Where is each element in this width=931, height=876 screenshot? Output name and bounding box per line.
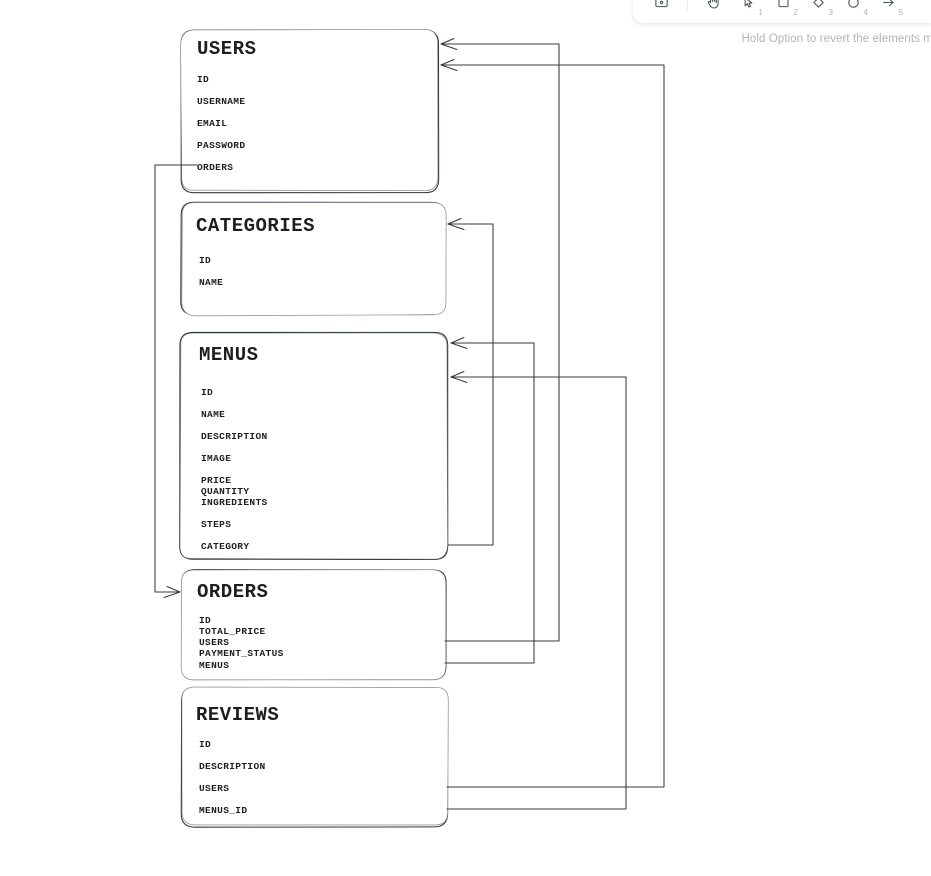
- table-field-categories-id: ID: [199, 255, 212, 266]
- table-field-menus-quantity: QUANTITY: [201, 486, 250, 497]
- relation-reviews-users-to-users[interactable]: [440, 58, 665, 788]
- table-title-users: USERS: [197, 38, 257, 60]
- table-card-menus[interactable]: [179, 331, 449, 561]
- table-field-reviews-id: ID: [199, 739, 212, 750]
- image-icon: [654, 0, 669, 10]
- hand-icon-button[interactable]: [697, 0, 730, 17]
- image-icon-button[interactable]: [645, 0, 678, 17]
- relation-orders-users-to-users[interactable]: [440, 37, 560, 642]
- arrow-icon: [881, 0, 896, 10]
- table-field-menus-ingredients: INGREDIENTS: [201, 497, 268, 508]
- table-field-menus-steps: STEPS: [201, 519, 232, 530]
- table-title-reviews: REVIEWS: [196, 704, 280, 726]
- selection-icon: [741, 0, 756, 10]
- table-field-users-orders: ORDERS: [197, 162, 234, 173]
- table-card-users[interactable]: [180, 28, 440, 194]
- ellipse-icon: [846, 0, 861, 10]
- table-card-orders[interactable]: [180, 569, 447, 681]
- hand-icon: [706, 0, 721, 10]
- selection-icon-button[interactable]: 1: [732, 0, 765, 17]
- table-field-users-password: PASSWORD: [197, 140, 246, 151]
- table-field-menus-price: PRICE: [201, 475, 232, 486]
- arrow-shortcut: 5: [898, 8, 903, 17]
- table-field-orders-payment_status: PAYMENT_STATUS: [199, 648, 284, 659]
- table-card-reviews[interactable]: [180, 686, 449, 828]
- rectangle-icon: [776, 0, 791, 10]
- table-field-menus-id: ID: [201, 387, 214, 398]
- table-field-menus-category: CATEGORY: [201, 541, 250, 552]
- rectangle-icon-button[interactable]: 2: [767, 0, 800, 17]
- table-field-orders-total_price: TOTAL_PRICE: [199, 626, 266, 637]
- ellipse-shortcut: 4: [863, 8, 868, 17]
- table-field-menus-description: DESCRIPTION: [201, 431, 268, 442]
- table-title-menus: MENUS: [199, 344, 259, 366]
- table-field-reviews-menus_id: MENUS_ID: [199, 805, 248, 816]
- table-field-reviews-users: USERS: [199, 783, 230, 794]
- diamond-shortcut: 3: [828, 8, 833, 17]
- toolbar-separator: [687, 0, 688, 11]
- relation-reviews-menusid-to-menus[interactable]: [446, 370, 627, 810]
- selection-shortcut: 1: [758, 8, 763, 17]
- table-field-users-email: EMAIL: [197, 118, 228, 129]
- table-field-menus-image: IMAGE: [201, 453, 232, 464]
- table-field-reviews-description: DESCRIPTION: [199, 761, 266, 772]
- diamond-icon: [811, 0, 826, 10]
- table-field-users-username: USERNAME: [197, 96, 246, 107]
- relation-menus-category-to-cats[interactable]: [447, 217, 494, 546]
- table-field-orders-id: ID: [199, 615, 212, 626]
- table-field-menus-name: NAME: [201, 409, 226, 420]
- arrow-icon-button[interactable]: 5: [872, 0, 905, 17]
- table-field-orders-users: USERS: [199, 637, 230, 648]
- table-field-users-id: ID: [197, 74, 210, 85]
- toolbar-hint-text: Hold Option to revert the elements m: [741, 33, 931, 45]
- table-title-categories: CATEGORIES: [196, 215, 316, 237]
- table-field-categories-name: NAME: [199, 277, 224, 288]
- table-card-categories[interactable]: [180, 201, 447, 317]
- table-field-orders-menus: MENUS: [199, 660, 230, 671]
- diamond-icon-button[interactable]: 3: [802, 0, 835, 17]
- relation-orders-menus-to-menus[interactable]: [444, 336, 535, 664]
- relation-users-orders-to-orders[interactable]: [154, 164, 198, 599]
- rectangle-shortcut: 2: [793, 8, 798, 17]
- table-title-orders: ORDERS: [197, 581, 269, 603]
- excalidraw-toolbar[interactable]: 1 2 3 4: [633, 0, 931, 23]
- ellipse-icon-button[interactable]: 4: [837, 0, 870, 17]
